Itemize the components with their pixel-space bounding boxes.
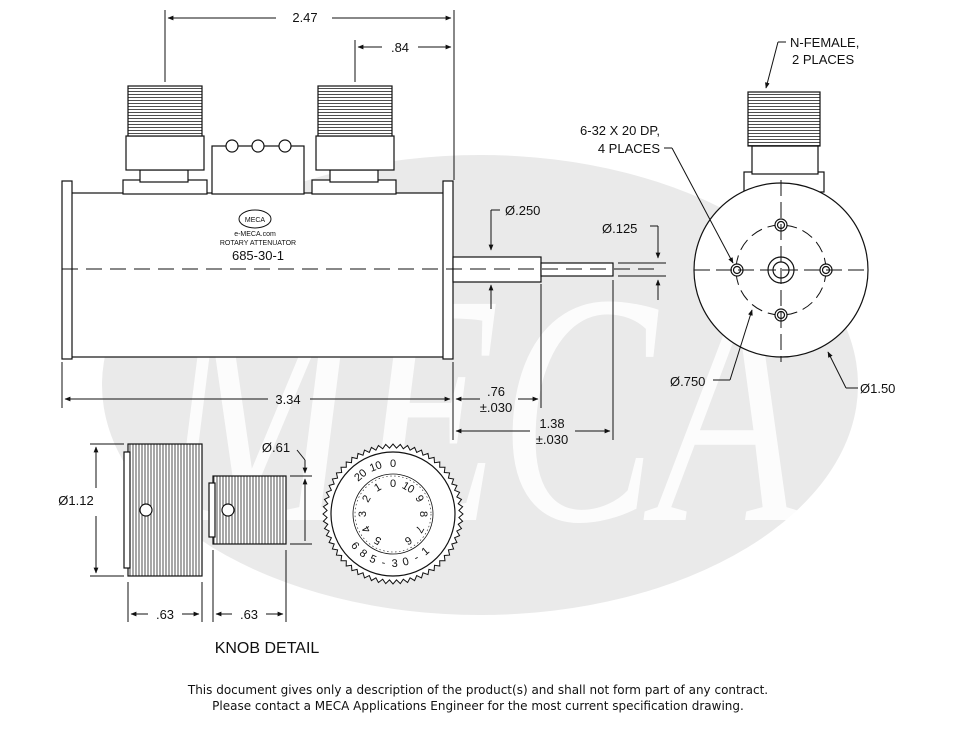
note-hole-count: 4 PLACES [598,141,660,156]
dial-inner-number: 7 [412,523,425,534]
knob-dimensions [90,443,312,622]
dim-connector-spacing: .84 [391,40,409,55]
knob-small-side [208,475,287,545]
dim-knob-large-width: .63 [156,607,174,622]
dial-part-char: 3 [391,558,398,570]
note-connector-type: N-FEMALE, [790,35,859,50]
dial-outer-number: 0 [390,458,396,470]
n-connector-right [311,85,397,195]
attenuator-body [69,192,447,358]
dial-inner-number: 2 [360,493,373,504]
dial-inner-number: 8 [417,511,429,517]
knob-large-side [123,443,203,577]
side-view: MECA e-MECA.com ROTARY ATTENUATOR 685-30… [61,85,660,360]
dial-inner-number: 6 [402,533,413,546]
dim-shaft-tolerance-1: ±.030 [480,400,512,415]
dial-part-char: 0 [401,556,410,569]
knob-dial-face [322,443,464,585]
end-view-leaders [664,41,858,389]
dim-knob-large-diameter: Ø1.12 [58,493,93,508]
disclaimer-line-2: Please contact a MECA Applications Engin… [212,699,744,713]
body-part-number: 685-30-1 [232,248,284,263]
middle-block [211,145,305,195]
dim-body-length: 3.34 [275,392,300,407]
disclaimer-line-1: This document gives only a description o… [187,683,768,697]
body-product-name: ROTARY ATTENUATOR [220,240,296,247]
dial-part-char: 5 [368,553,378,566]
dial-inner-number: 4 [360,523,373,534]
side-dimensions [61,10,666,440]
dim-overall-length: 2.47 [292,10,317,25]
dial-inner-number: 1 [372,481,383,494]
dim-bolt-circle: Ø.750 [670,374,705,389]
note-hole-spec: 6-32 X 20 DP, [580,123,660,138]
left-end-flange [61,180,73,360]
body-logo: MECA [245,217,266,224]
dim-shaft-tip-diameter: Ø.125 [602,221,637,236]
dial-outer-number: 10 [368,459,384,474]
end-view [693,91,870,362]
dim-shaft-length-2: 1.38 [539,416,564,431]
dim-knob-small-width: .63 [240,607,258,622]
dial-inner-number: 0 [390,478,396,490]
dim-shaft-diameter: Ø.250 [505,203,540,218]
dial-part-char: - [381,557,387,570]
dim-shaft-length-1: .76 [487,384,505,399]
note-connector-count: 2 PLACES [792,52,854,67]
dial-inner-number: 9 [412,493,425,504]
dim-shaft-tolerance-2: ±.030 [536,432,568,447]
dial-inner-number: 5 [372,533,383,546]
dial-part-char: - [412,552,421,564]
dim-knob-small-diameter: Ø.61 [262,440,290,455]
n-connector-left [122,85,208,195]
right-end-flange [442,180,454,360]
dim-outer-diameter: Ø1.50 [860,381,895,396]
knob-detail-title: KNOB DETAIL [215,640,320,657]
dial-inner-number: 10 [400,480,417,497]
body-url: e-MECA.com [234,231,276,238]
dial-inner-number: 3 [357,511,369,517]
